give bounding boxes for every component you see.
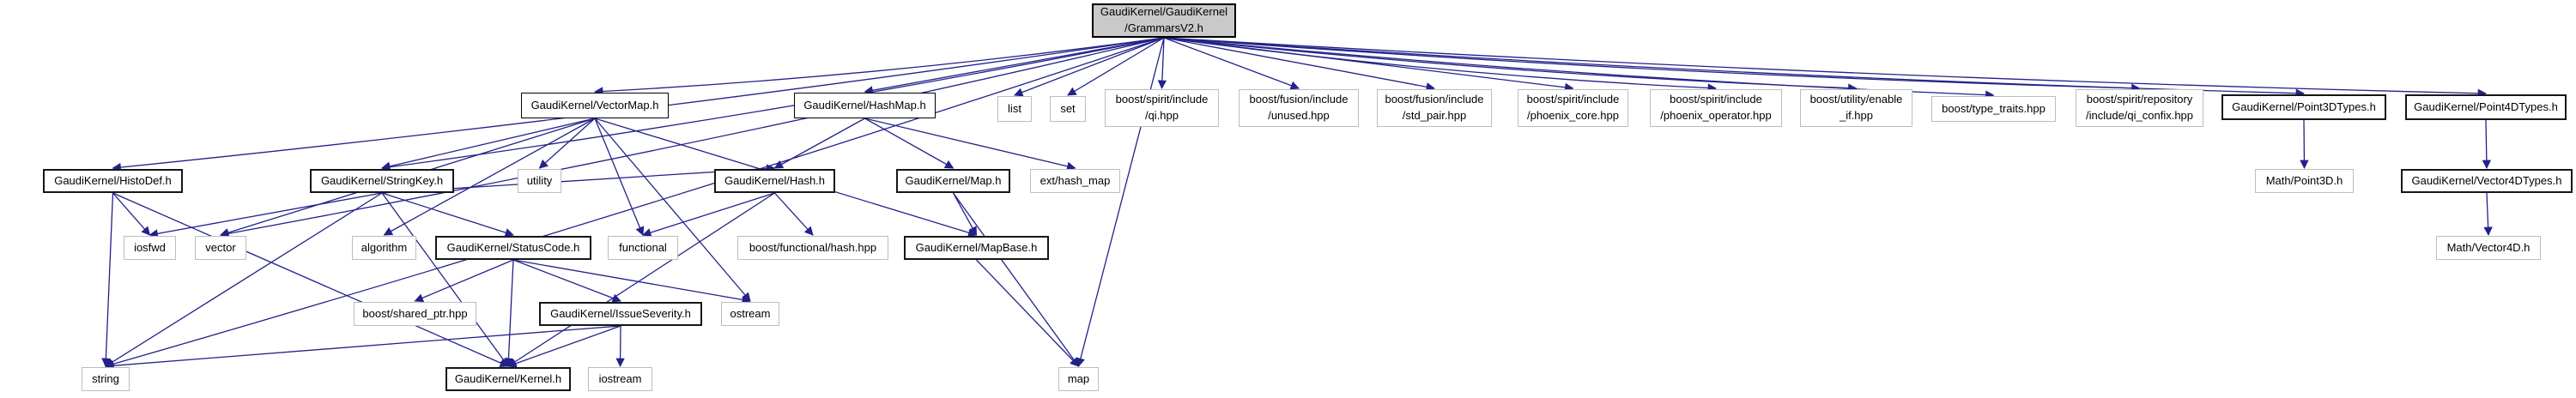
node-map[interactable]: map [1058,367,1099,391]
edge-histodef-kernel [112,192,509,368]
edge-vectormap-functional [594,118,645,236]
edge-stringkey-iosfwd [148,192,383,238]
edge-root-set [1067,37,1165,96]
edge-root-vector [219,37,1165,238]
edge-root-vectormap [593,37,1165,96]
edge-statuscode-issueseverity [512,259,621,303]
node-point4dtypes[interactable]: GaudiKernel/Point4DTypes.h [2405,94,2567,120]
node-vectormap[interactable]: GaudiKernel/VectorMap.h [521,93,669,118]
node-statuscode[interactable]: GaudiKernel/StatusCode.h [435,236,591,260]
edge-point4dtypes-vector4dtypes [2482,119,2492,170]
node-hashhpp[interactable]: boost/functional/hash.hpp [737,236,888,260]
node-kernel[interactable]: GaudiKernel/Kernel.h [445,367,571,391]
edge-histodef-string [101,192,114,368]
node-map_h[interactable]: GaudiKernel/Map.h [896,169,1010,193]
edge-hash-hashhpp [774,192,814,236]
edge-vectormap-ostream [594,118,751,302]
edge-hashmap-map_h [864,118,955,169]
edge-vectormap-algorithm [383,118,596,236]
edge-map_h-mapbase [952,192,978,236]
node-mathvector4d[interactable]: Math/Vector4D.h [2436,236,2541,260]
node-iostream[interactable]: iostream [588,367,652,391]
node-histodef[interactable]: GaudiKernel/HistoDef.h [43,169,183,193]
node-sharedptr[interactable]: boost/shared_ptr.hpp [354,302,476,326]
edge-vectormap-stringkey [380,118,596,171]
edge-root-stdpair [1163,37,1436,92]
edge-statuscode-kernel [504,259,514,368]
node-qi[interactable]: boost/spirit/include /qi.hpp [1105,89,1219,127]
node-mathpoint3d[interactable]: Math/Point3D.h [2255,169,2354,193]
edge-point3dtypes-mathpoint3d [2300,119,2309,170]
node-vector4dtypes[interactable]: GaudiKernel/Vector4DTypes.h [2401,169,2573,193]
edge-root-qiconfix [1163,37,2141,93]
node-utility[interactable]: utility [518,169,561,193]
edge-issueseverity-string [104,325,621,371]
node-algorithm[interactable]: algorithm [352,236,416,260]
node-phoenixcore[interactable]: boost/spirit/include /phoenix_core.hpp [1518,89,1628,127]
edge-root-qi [1157,37,1167,90]
node-point3dtypes[interactable]: GaudiKernel/Point3DTypes.h [2221,94,2386,120]
edge-root-unused [1163,37,1300,90]
node-enableif[interactable]: boost/utility/enable _if.hpp [1800,89,1912,127]
edge-hash-kernel [507,192,775,367]
edge-root-map [1076,37,1165,368]
edge-stringkey-string [105,192,383,367]
edge-root-point3dtypes [1163,37,2306,98]
edge-vectormap-utility [538,118,596,169]
node-unused[interactable]: boost/fusion/include /unused.hpp [1239,89,1359,127]
node-ostream[interactable]: ostream [721,302,779,326]
node-exthashmap[interactable]: ext/hash_map [1030,169,1120,193]
edge-mapbase-map [976,259,1080,367]
node-hashmap[interactable]: GaudiKernel/HashMap.h [794,93,936,118]
node-stringkey[interactable]: GaudiKernel/StringKey.h [310,169,454,193]
node-mapbase[interactable]: GaudiKernel/MapBase.h [904,236,1049,260]
edge-stringkey-kernel [381,192,509,367]
edge-statuscode-sharedptr [414,259,514,303]
graph-root-node[interactable]: GaudiKernel/GaudiKernel /GrammarsV2.h [1092,3,1236,38]
node-stdpair[interactable]: boost/fusion/include /std_pair.hpp [1377,89,1492,127]
node-list[interactable]: list [997,96,1032,122]
edge-statuscode-ostream [512,259,752,305]
edge-root-stringkey [380,37,1165,172]
node-issueseverity[interactable]: GaudiKernel/IssueSeverity.h [539,302,702,326]
node-phoenixop[interactable]: boost/spirit/include /phoenix_operator.h… [1650,89,1782,127]
node-functional[interactable]: functional [608,236,678,260]
edge-hashmap-hash [773,118,865,169]
edge-root-hashmap [864,37,1165,95]
node-iosfwd[interactable]: iosfwd [124,236,176,260]
node-set[interactable]: set [1050,96,1086,122]
edge-map_h-map [952,192,1080,367]
edge-histodef-iosfwd [112,192,151,236]
node-typetraits[interactable]: boost/type_traits.hpp [1931,96,2056,122]
edge-hash-functional [642,192,775,238]
node-vector[interactable]: vector [195,236,246,260]
node-string[interactable]: string [82,367,130,391]
edge-issueseverity-kernel [507,325,621,368]
edge-root-string [105,37,1165,369]
edge-root-phoenixop [1163,37,1718,93]
edge-hashmap-exthashmap [864,118,1076,171]
node-hash[interactable]: GaudiKernel/Hash.h [714,169,835,193]
edge-root-point4dtypes [1163,37,2488,98]
edge-root-list [1014,37,1165,97]
edge-stringkey-statuscode [381,192,514,238]
node-qiconfix[interactable]: boost/spirit/repository /include/qi_conf… [2076,89,2203,127]
edge-vector4dtypes-mathvector4d [2483,192,2493,237]
